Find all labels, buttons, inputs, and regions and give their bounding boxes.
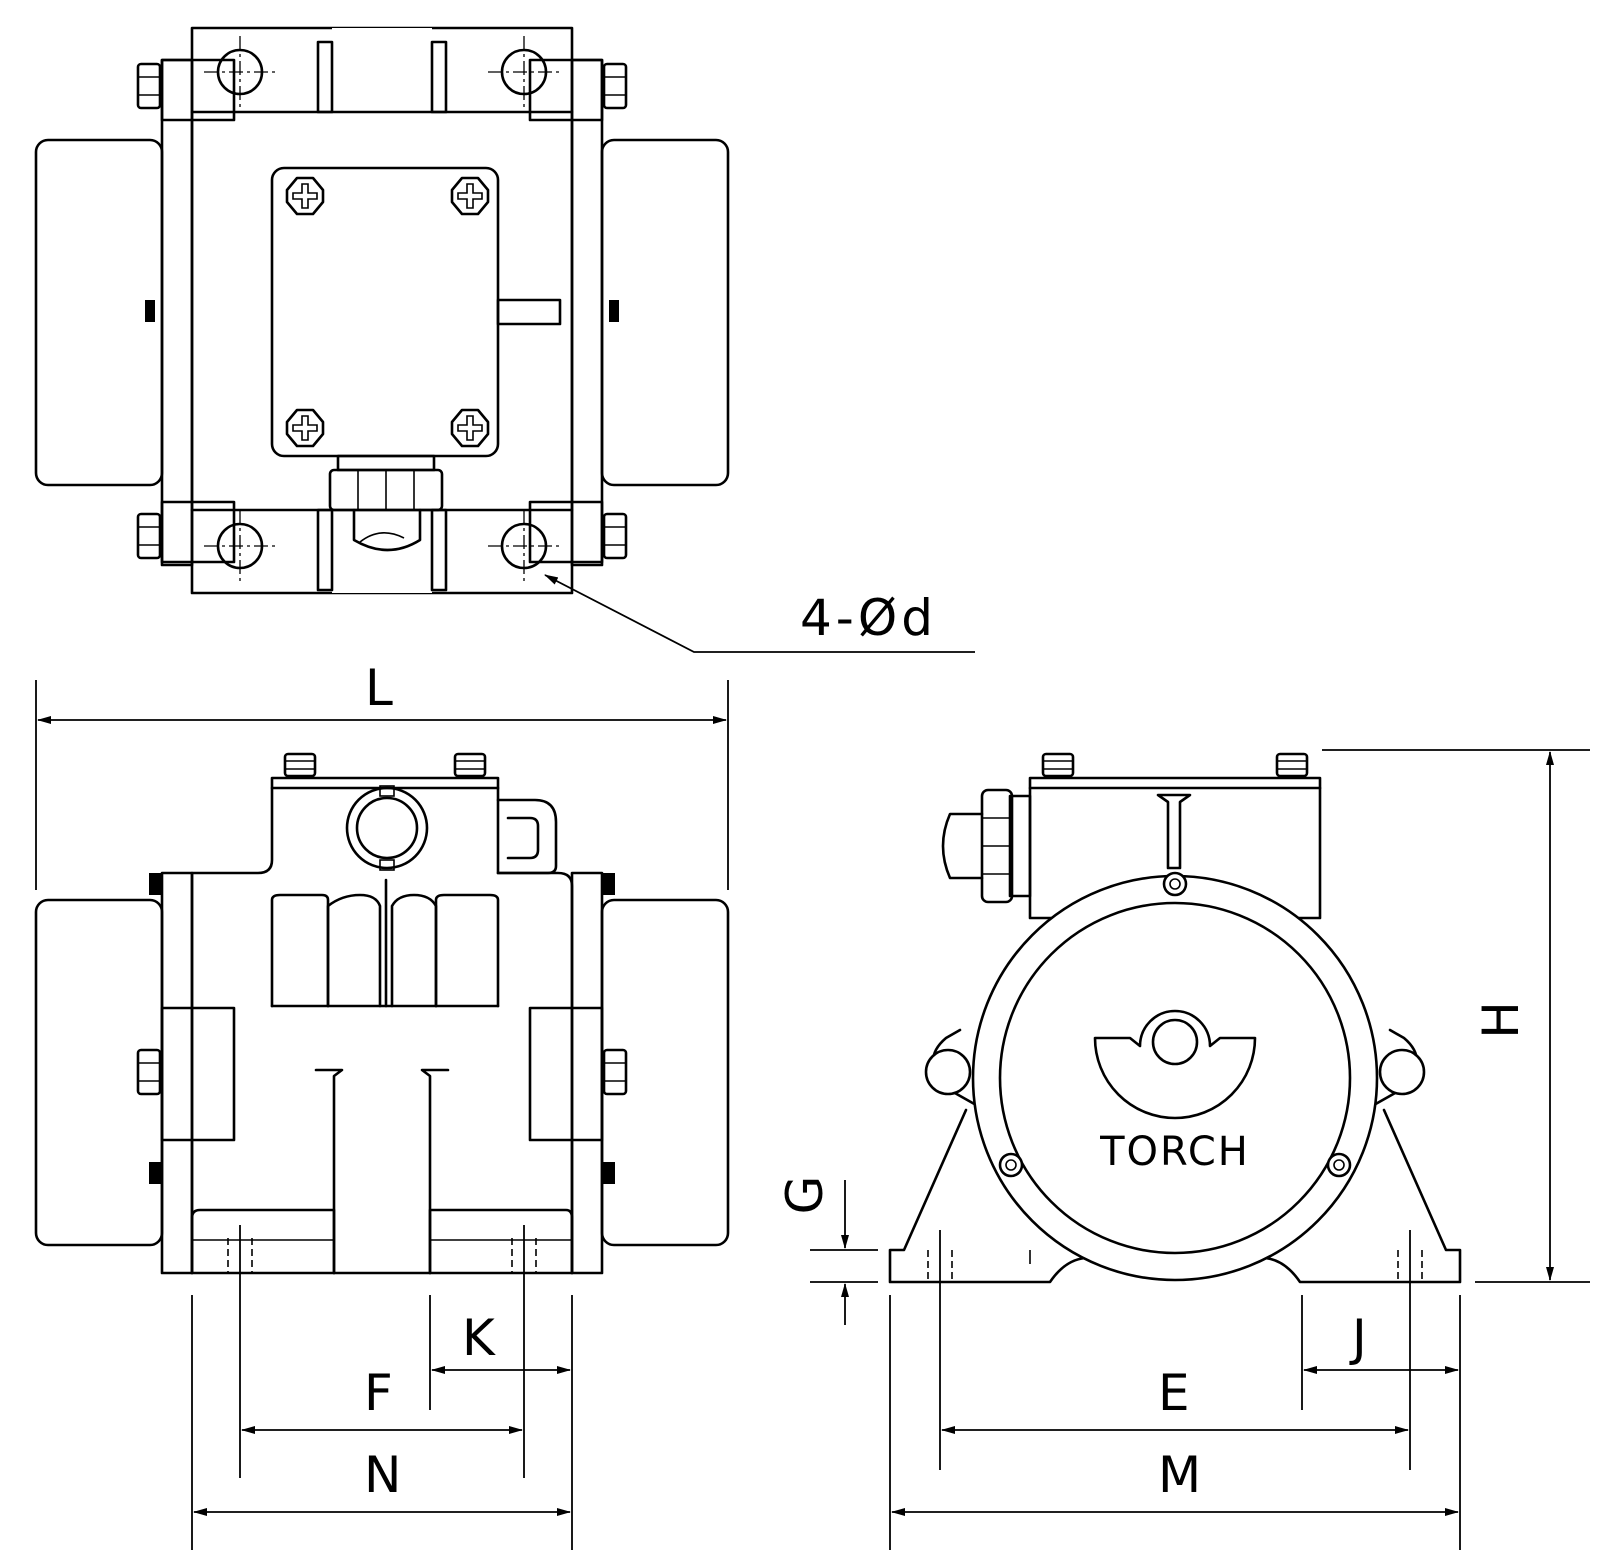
mounting-hole bbox=[486, 508, 562, 584]
e-dimension-label: E bbox=[1158, 1364, 1190, 1422]
g-dimension-label: G bbox=[776, 1176, 834, 1215]
n-dimension-label: N bbox=[364, 1446, 401, 1504]
motor-housing bbox=[971, 874, 1379, 1282]
k-dimension-label: K bbox=[462, 1309, 496, 1367]
left-weight-cover bbox=[34, 138, 164, 487]
mounting-hole bbox=[202, 508, 278, 584]
brand-label: TORCH bbox=[1099, 1129, 1250, 1175]
hole-callout-label: 4-Ød bbox=[800, 589, 937, 647]
j-dimension-label: J bbox=[1349, 1309, 1367, 1367]
mounting-hole bbox=[486, 34, 562, 110]
mounting-hole bbox=[202, 34, 278, 110]
motor-body-front bbox=[190, 776, 574, 1275]
length-dimension-label: L bbox=[365, 659, 393, 717]
front-view bbox=[34, 680, 730, 1550]
terminal-box bbox=[270, 166, 500, 458]
h-dimension-label: H bbox=[1472, 1001, 1530, 1039]
right-weight-cover bbox=[600, 138, 730, 487]
torch-logo bbox=[1093, 1009, 1257, 1120]
side-view bbox=[810, 749, 1590, 1550]
m-dimension-label: M bbox=[1158, 1446, 1201, 1504]
top-view bbox=[34, 26, 975, 653]
f-dimension-label: F bbox=[364, 1364, 393, 1422]
